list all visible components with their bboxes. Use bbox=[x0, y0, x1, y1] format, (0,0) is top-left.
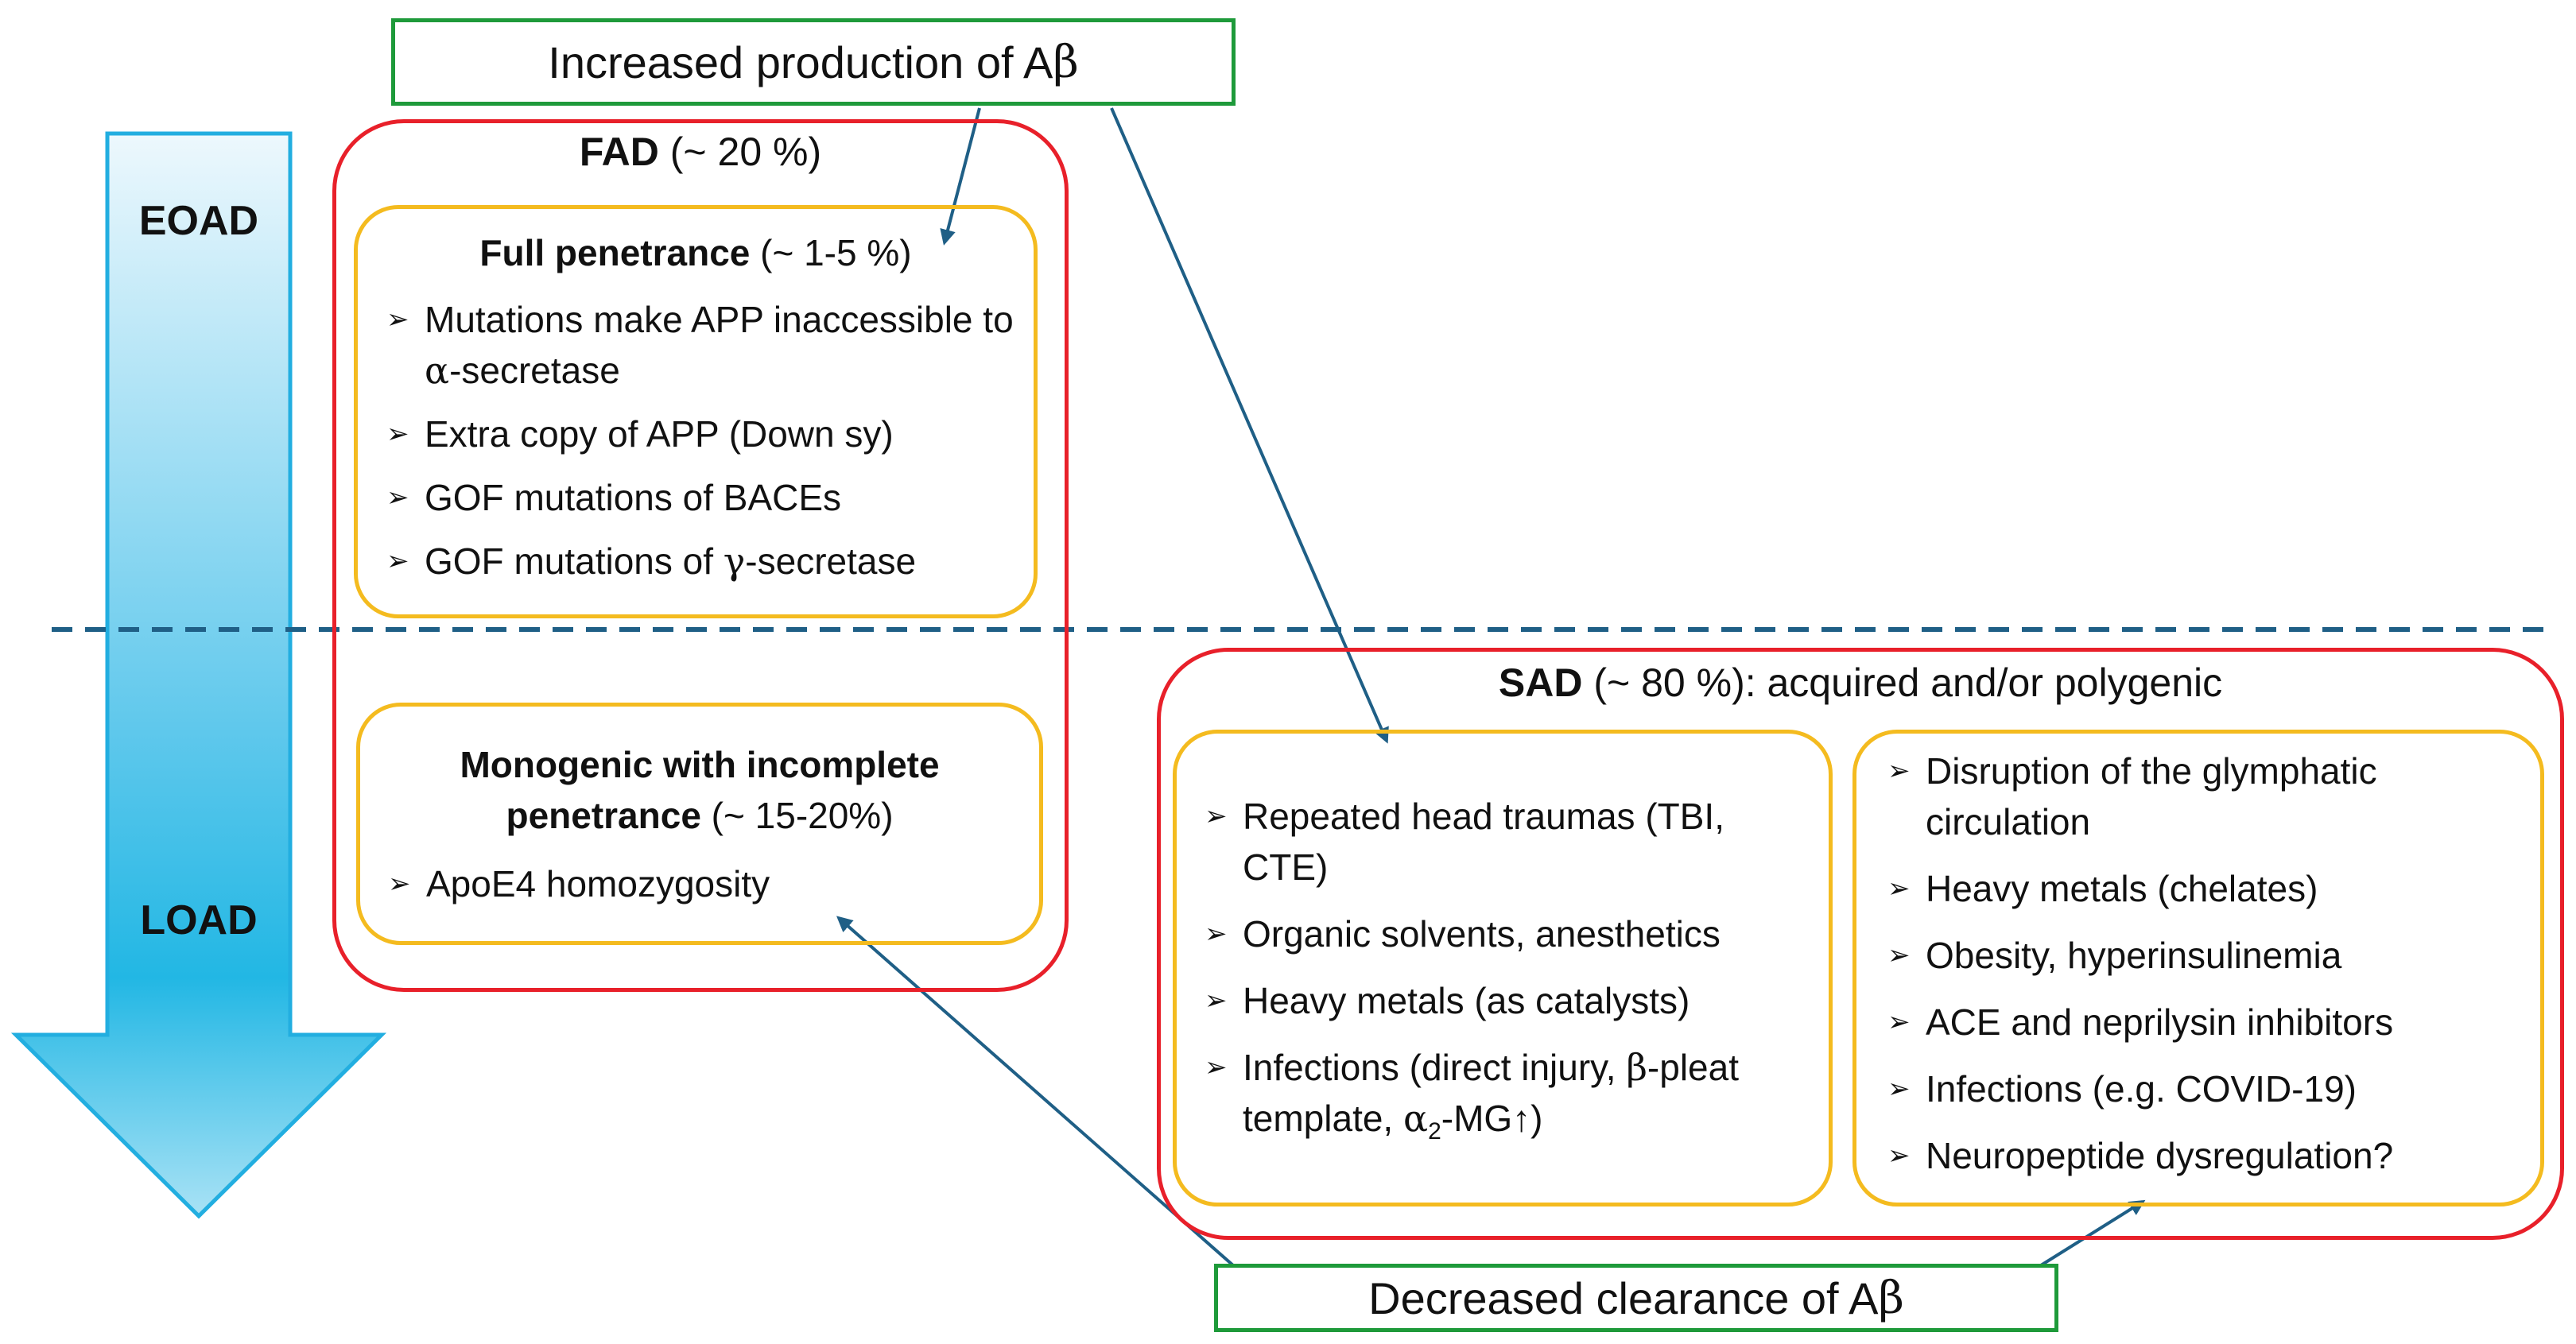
list-item: ➢ Heavy metals (chelates) bbox=[1887, 863, 2531, 914]
item-text-tail: -secretase bbox=[449, 350, 620, 391]
list-item: ➢ Extra copy of APP (Down sy) bbox=[386, 409, 1014, 459]
item-text: Organic solvents, anesthetics bbox=[1243, 913, 1721, 955]
abeta-symbol: β bbox=[1053, 36, 1079, 88]
item-text: Neuropeptide dysregulation? bbox=[1926, 1135, 2394, 1176]
monogenic-percent: (~ 15-20%) bbox=[700, 795, 894, 836]
list-item: ➢ GOF mutations of γ-secretase bbox=[386, 536, 1014, 587]
item-text: ACE and neprilysin inhibitors bbox=[1926, 1001, 2394, 1043]
eoad-label: EOAD bbox=[138, 198, 259, 244]
item-text-tail: -MG↑) bbox=[1441, 1098, 1543, 1139]
connector-production-to-sad bbox=[1110, 107, 1389, 744]
list-item: ➢ Infections (e.g. COVID-19) bbox=[1887, 1063, 2531, 1114]
item-text-tail: -secretase bbox=[745, 540, 917, 582]
bullet-icon: ➢ bbox=[1205, 1052, 1228, 1083]
alpha-symbol: α bbox=[1403, 1097, 1429, 1140]
full-penetrance-percent: (~ 1-5 %) bbox=[750, 232, 912, 273]
item-text: Infections (direct injury, bbox=[1243, 1047, 1627, 1088]
list-item: ➢ Neuropeptide dysregulation? bbox=[1887, 1130, 2531, 1181]
beta-symbol: β bbox=[1626, 1046, 1647, 1089]
connector-production-to-full-penetrance bbox=[940, 107, 981, 246]
bullet-icon: ➢ bbox=[386, 304, 409, 335]
list-item: ➢ Repeated head traumas (TBI, CTE) bbox=[1205, 791, 1817, 893]
bullet-icon: ➢ bbox=[1887, 1074, 1911, 1104]
list-item: ➢ ACE and neprilysin inhibitors bbox=[1887, 997, 2531, 1048]
item-text: GOF mutations of BACEs bbox=[425, 477, 842, 518]
bullet-icon: ➢ bbox=[388, 869, 411, 899]
sad-title: SAD (~ 80 %): acquired and/or polygenic bbox=[1157, 660, 2564, 706]
full-penetrance-title-bold: Full penetrance bbox=[479, 232, 751, 273]
item-text: Mutations make APP inaccessible to bbox=[425, 299, 1014, 340]
list-item: ➢ GOF mutations of BACEs bbox=[386, 472, 1014, 523]
bullet-icon: ➢ bbox=[386, 546, 409, 576]
age-of-onset-arrow bbox=[10, 131, 387, 1219]
fad-group bbox=[332, 119, 1069, 992]
gamma-symbol: γ bbox=[723, 540, 746, 583]
bullet-icon: ➢ bbox=[1887, 940, 1911, 970]
fad-title-percent: (~ 20 %) bbox=[658, 130, 822, 174]
increased-production-text: Increased production of A bbox=[548, 37, 1053, 87]
full-penetrance-title: Full penetrance (~ 1-5 %) bbox=[354, 227, 1038, 278]
list-item: ➢ ApoE4 homozygosity bbox=[388, 858, 1016, 909]
alpha-symbol: α bbox=[425, 349, 450, 392]
sad-acquired-list: ➢ Repeated head traumas (TBI, CTE) ➢ Organ… bbox=[1205, 791, 1817, 1157]
list-item: ➢ Organic solvents, anesthetics bbox=[1205, 908, 1817, 959]
list-item: ➢ Infections (direct injury, β-pleat temp… bbox=[1205, 1042, 1817, 1157]
fad-title: FAD (~ 20 %) bbox=[332, 129, 1069, 175]
item-text-mid: -pleat template, bbox=[1243, 1047, 1739, 1139]
item-text: Heavy metals (chelates) bbox=[1926, 868, 2318, 909]
item-text: Disruption of the glymphatic circulation bbox=[1926, 750, 2377, 842]
bullet-icon: ➢ bbox=[1887, 1007, 1911, 1037]
bullet-icon: ➢ bbox=[1205, 801, 1228, 831]
list-item: ➢ Mutations make APP inaccessible to α-se… bbox=[386, 294, 1014, 396]
list-item: ➢ Disruption of the glymphatic circulatio… bbox=[1887, 746, 2531, 847]
sad-title-bold: SAD bbox=[1498, 660, 1583, 705]
monogenic-box bbox=[356, 703, 1043, 945]
bullet-icon: ➢ bbox=[1887, 756, 1911, 786]
item-text: ApoE4 homozygosity bbox=[426, 863, 770, 904]
item-text: Obesity, hyperinsulinemia bbox=[1926, 935, 2342, 976]
item-text: Heavy metals (as catalysts) bbox=[1243, 980, 1690, 1021]
monogenic-title: Monogenic with incomplete penetrance (~ … bbox=[374, 739, 1026, 841]
monogenic-list: ➢ ApoE4 homozygosity bbox=[388, 858, 1016, 925]
bullet-icon: ➢ bbox=[1205, 986, 1228, 1016]
list-item: ➢ Heavy metals (as catalysts) bbox=[1205, 975, 1817, 1026]
subscript-two: 2 bbox=[1428, 1118, 1441, 1145]
item-text: Extra copy of APP (Down sy) bbox=[425, 413, 894, 455]
item-text: Infections (e.g. COVID-19) bbox=[1926, 1068, 2357, 1110]
item-text: GOF mutations of bbox=[425, 540, 724, 582]
fad-title-bold: FAD bbox=[579, 130, 659, 174]
decreased-clearance-text: Decreased clearance of A bbox=[1368, 1272, 1879, 1323]
list-item: ➢ Obesity, hyperinsulinemia bbox=[1887, 930, 2531, 981]
sad-acquired-box bbox=[1173, 730, 1833, 1207]
monogenic-title-bold: Monogenic with incomplete penetrance bbox=[460, 744, 940, 836]
bullet-icon: ➢ bbox=[386, 419, 409, 449]
full-penetrance-list: ➢Mutations make APP inaccessible to α-se… bbox=[386, 294, 1014, 587]
sad-polygenic-list: ➢ Disruption of the glymphatic circulatio… bbox=[1887, 746, 2531, 1181]
bullet-icon: ➢ bbox=[1887, 1141, 1911, 1171]
bullet-icon: ➢ bbox=[1887, 873, 1911, 904]
sad-group bbox=[1157, 648, 2564, 1240]
sad-polygenic-box bbox=[1852, 730, 2544, 1207]
sad-title-rest: (~ 80 %): acquired and/or polygenic bbox=[1582, 660, 2223, 705]
item-text: Repeated head traumas (TBI, CTE) bbox=[1243, 796, 1724, 888]
full-penetrance-box bbox=[354, 205, 1038, 618]
bullet-icon: ➢ bbox=[1205, 919, 1228, 949]
load-label: LOAD bbox=[140, 897, 258, 943]
bullet-icon: ➢ bbox=[386, 482, 409, 513]
abeta-symbol: β bbox=[1878, 1272, 1904, 1324]
